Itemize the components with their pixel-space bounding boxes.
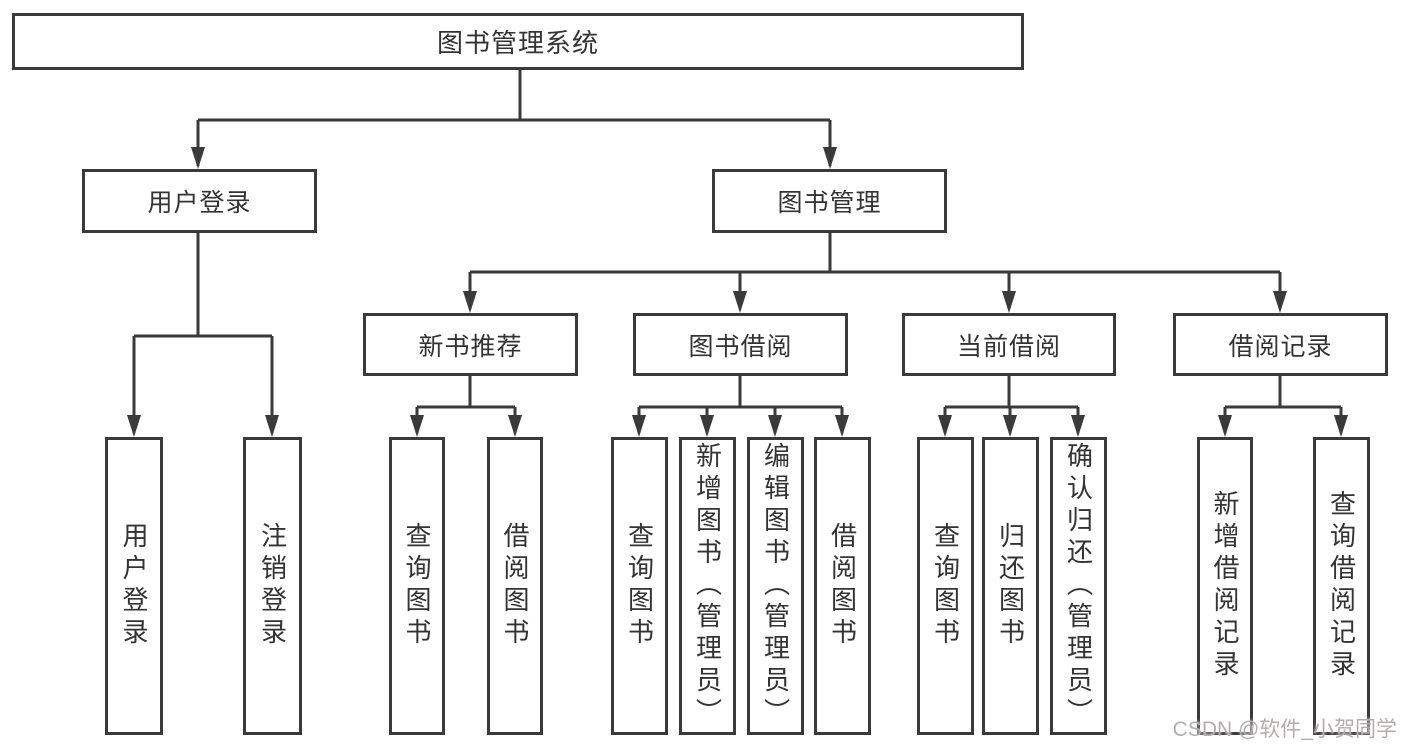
leaf-query-books-current: 查询图书: [917, 437, 974, 735]
node-label: 查询图书: [930, 522, 961, 650]
node-label: 新增图书（管理员）: [692, 442, 723, 730]
arrowheads: [127, 147, 1348, 437]
node-label: 查询图书: [624, 522, 655, 650]
leaf-add-book-admin: 新增图书（管理员）: [679, 437, 736, 735]
node-book-management: 图书管理: [712, 169, 947, 233]
node-new-book-recommend: 新书推荐: [363, 313, 578, 376]
leaf-user-login: 用户登录: [105, 437, 163, 735]
node-library-management-system: 图书管理系统: [12, 13, 1024, 70]
node-current-borrowing: 当前借阅: [902, 313, 1116, 376]
node-label: 归还图书: [995, 522, 1026, 650]
node-borrow-records: 借阅记录: [1173, 313, 1388, 376]
node-label: 图书管理: [777, 189, 882, 217]
node-label: 图书管理系统: [436, 28, 599, 58]
leaf-edit-book-admin: 编辑图书（管理员）: [747, 437, 804, 735]
node-label: 查询借阅记录: [1326, 490, 1357, 682]
leaf-return-books: 归还图书: [982, 437, 1039, 735]
leaf-confirm-return-admin: 确认归还（管理员）: [1050, 437, 1107, 735]
node-label: 注销登录: [257, 522, 288, 650]
node-user-login: 用户登录: [82, 169, 317, 233]
leaf-query-borrow-record: 查询借阅记录: [1313, 437, 1370, 735]
csdn-watermark: CSDN @软件_小贺同学: [1172, 718, 1397, 741]
node-label: 用户登录: [147, 189, 252, 217]
node-label: 借阅图书: [827, 522, 858, 650]
node-label: 查询图书: [402, 522, 432, 650]
node-label: 新增借阅记录: [1210, 490, 1240, 682]
node-label: 编辑图书（管理员）: [760, 442, 791, 730]
node-book-borrowing: 图书借阅: [633, 313, 848, 376]
leaf-query-books-borrowing: 查询图书: [611, 437, 668, 735]
node-label: 用户登录: [119, 522, 149, 650]
node-label: 确认归还（管理员）: [1063, 442, 1094, 730]
leaf-add-borrow-record: 新增借阅记录: [1197, 437, 1253, 735]
node-label: 新书推荐: [418, 332, 523, 361]
node-label: 借阅图书: [500, 522, 530, 650]
leaf-query-books-recommend: 查询图书: [389, 437, 445, 735]
leaf-logout: 注销登录: [243, 437, 302, 735]
node-label: 借阅记录: [1228, 332, 1333, 361]
node-label: 图书借阅: [688, 332, 793, 361]
node-label: 当前借阅: [956, 332, 1061, 361]
leaf-borrow-books-recommend: 借阅图书: [487, 437, 543, 735]
leaf-borrow-books-borrowing: 借阅图书: [814, 437, 871, 735]
